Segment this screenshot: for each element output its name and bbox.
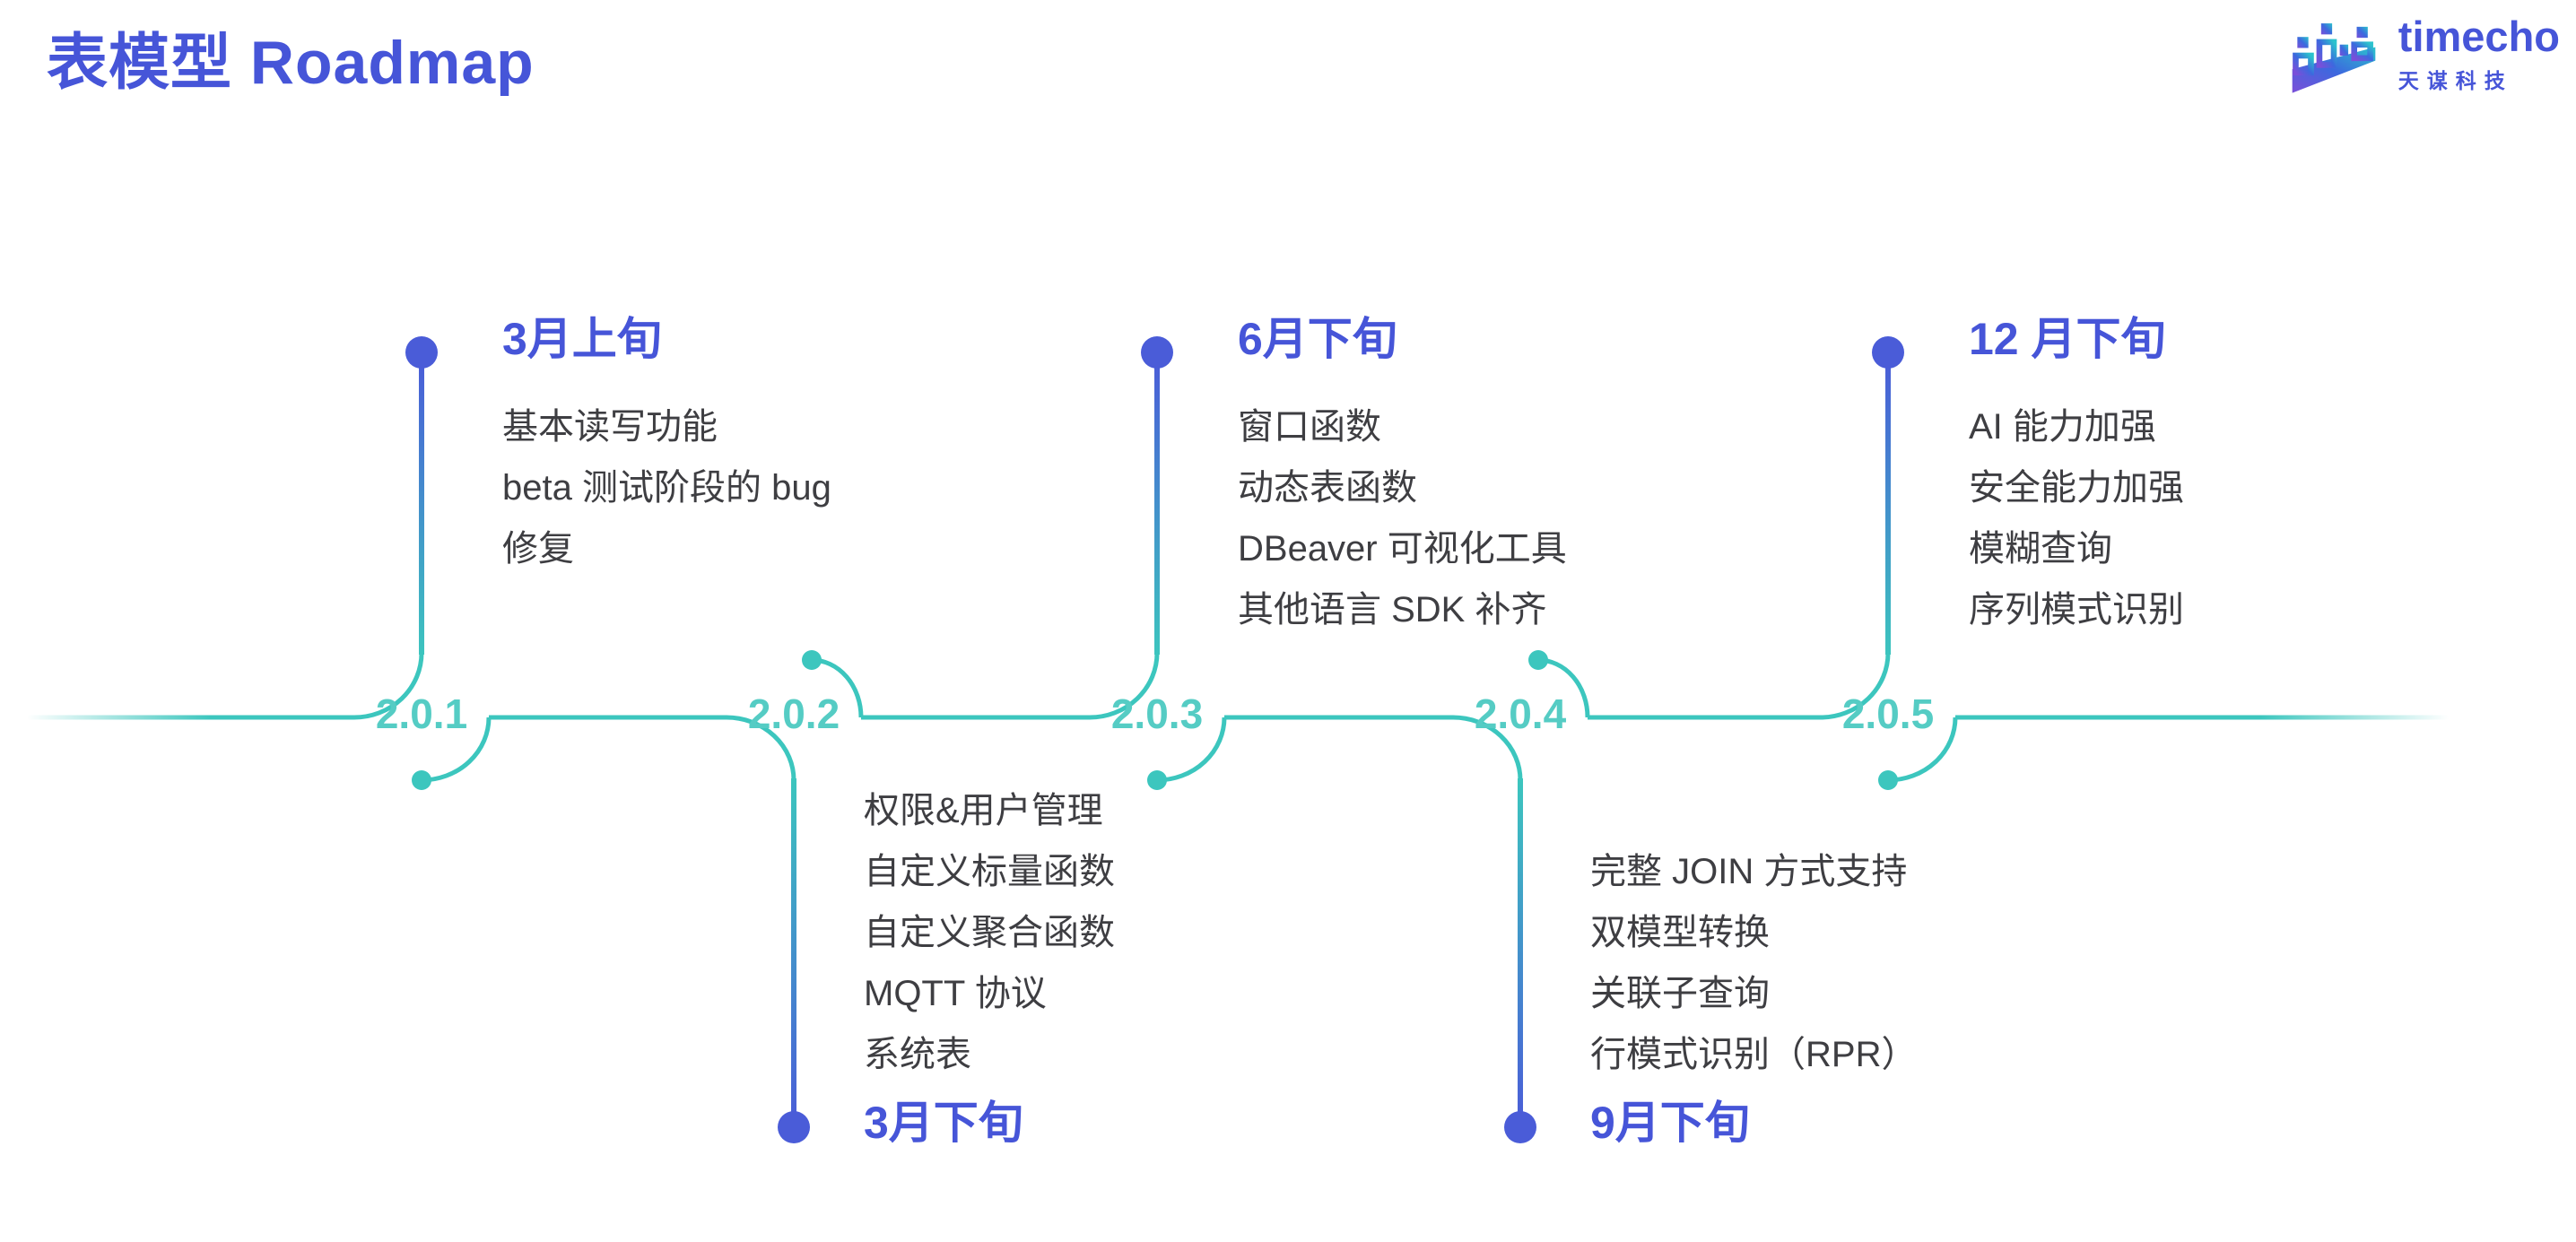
milestone-item: 自定义标量函数 <box>864 852 1115 891</box>
page-title: 表模型 Roadmap <box>47 29 535 97</box>
milestone-2.0.4: 完整 JOIN 方式支持双模型转换关联子查询行模式识别（RPR） 9月下旬 <box>1590 841 1917 1150</box>
version-label-2.0.4: 2.0.4 <box>1474 690 1567 737</box>
version-label-2.0.2: 2.0.2 <box>747 690 840 737</box>
decor-dot-2.0.3 <box>1147 770 1167 790</box>
milestone-item: 行模式识别（RPR） <box>1590 1035 1918 1074</box>
milestone-2.0.5: 12 月下旬 AI 能力加强安全能力加强模糊查询序列模式识别 <box>1969 312 2184 640</box>
milestone-item: 双模型转换 <box>1590 913 1770 952</box>
milestone-items: 权限&用户管理自定义标量函数自定义聚合函数 MQTT 协议系统表 <box>864 780 1115 1085</box>
milestone-date: 12 月下旬 <box>1969 314 2166 364</box>
milestone-item: 权限&用户管理 <box>864 791 1103 830</box>
milestone-dot-2.0.1 <box>405 336 438 369</box>
milestone-item: 修复 <box>502 529 574 569</box>
milestone-item: 关联子查询 <box>1590 974 1770 1013</box>
milestone-2.0.1: 3月上旬基本读写功能 beta 测试阶段的 bug 修复 <box>502 312 831 579</box>
milestone-dot-2.0.2 <box>778 1111 810 1143</box>
milestone-items: 窗口函数动态表函数 DBeaver 可视化工具其他语言 SDK 补齐 <box>1238 396 1567 640</box>
decor-dot-2.0.2 <box>802 650 822 670</box>
version-label-2.0.3: 2.0.3 <box>1110 690 1204 737</box>
connector-arc-2.0.3 <box>1089 652 1160 720</box>
version-label-2.0.5: 2.0.5 <box>1841 690 1935 737</box>
milestone-item: 窗口函数 <box>1238 407 1381 447</box>
decor-arc-2.0.1 <box>421 717 492 783</box>
connector-arc-2.0.1 <box>353 652 424 720</box>
milestone-dot-2.0.3 <box>1141 336 1173 369</box>
version-label-2.0.1: 2.0.1 <box>375 690 468 737</box>
milestone-item: beta 测试阶段的 bug <box>502 468 831 508</box>
milestone-date: 3月下旬 <box>864 1098 1023 1148</box>
milestone-item: MQTT 协议 <box>864 974 1047 1013</box>
milestone-dot-2.0.5 <box>1872 336 1904 369</box>
milestone-item: AI 能力加强 <box>1969 407 2156 447</box>
milestone-date: 6月下旬 <box>1238 314 1397 364</box>
connector-arc-2.0.5 <box>1820 652 1891 720</box>
decor-dot-2.0.1 <box>412 770 431 790</box>
milestone-items: 完整 JOIN 方式支持双模型转换关联子查询行模式识别（RPR） <box>1590 841 1917 1085</box>
milestone-item: 安全能力加强 <box>1969 468 2184 508</box>
milestone-item: 基本读写功能 <box>502 407 718 447</box>
milestone-item: 系统表 <box>864 1035 971 1074</box>
milestone-2.0.3: 6月下旬窗口函数动态表函数 DBeaver 可视化工具其他语言 SDK 补齐 <box>1238 312 1567 640</box>
logo-subtitle: 天谋科技 <box>2398 69 2513 92</box>
milestone-date: 9月下旬 <box>1590 1098 1750 1148</box>
connector-arc-2.0.4 <box>1452 715 1523 781</box>
decor-arc-2.0.3 <box>1156 717 1227 783</box>
milestone-item: 模糊查询 <box>1969 529 2112 569</box>
milestone-item: 动态表函数 <box>1238 468 1417 508</box>
milestone-2.0.2: 权限&用户管理自定义标量函数自定义聚合函数 MQTT 协议系统表 3月下旬 <box>864 780 1115 1150</box>
milestone-item: DBeaver 可视化工具 <box>1238 529 1567 569</box>
milestone-items: 基本读写功能 beta 测试阶段的 bug 修复 <box>502 396 831 579</box>
milestone-item: 序列模式识别 <box>1969 590 2184 630</box>
timecho-logo-icon <box>2292 23 2376 93</box>
milestone-item: 其他语言 SDK 补齐 <box>1238 590 1547 630</box>
milestone-date: 3月上旬 <box>502 314 662 364</box>
milestone-dot-2.0.4 <box>1504 1111 1536 1143</box>
decor-dot-2.0.5 <box>1878 770 1898 790</box>
milestone-item: 完整 JOIN 方式支持 <box>1590 852 1908 891</box>
decor-arc-2.0.5 <box>1887 717 1958 783</box>
logo-wordmark: timecho <box>2398 13 2560 60</box>
connector-arc-2.0.2 <box>726 715 796 781</box>
timecho-logo: timecho 天谋科技 <box>2287 14 2560 97</box>
milestone-item: 自定义聚合函数 <box>864 913 1115 952</box>
decor-dot-2.0.4 <box>1528 650 1548 670</box>
milestone-items: AI 能力加强安全能力加强模糊查询序列模式识别 <box>1969 396 2184 640</box>
